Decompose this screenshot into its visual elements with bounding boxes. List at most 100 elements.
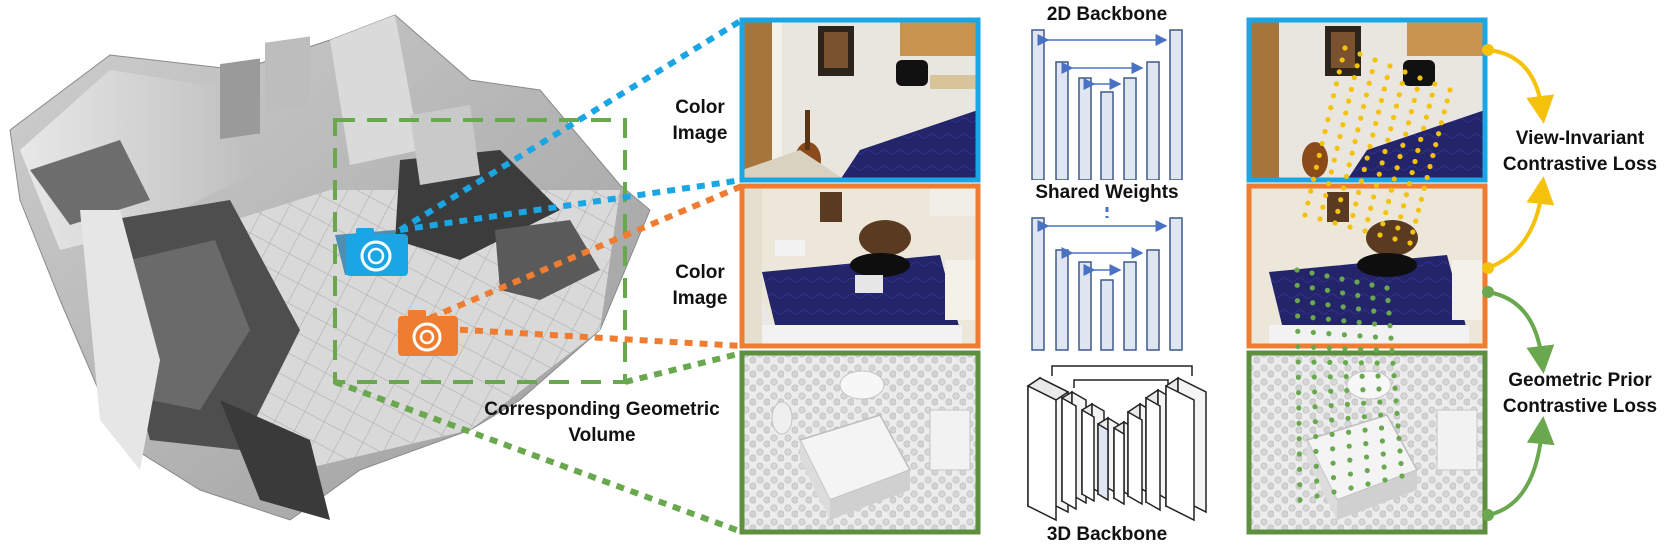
correspondence-dot <box>1396 92 1402 98</box>
correspondence-dot <box>1296 451 1302 457</box>
correspondence-dot <box>1377 232 1383 238</box>
selection-box <box>333 118 627 384</box>
correspondence-dot <box>1361 166 1367 173</box>
correspondence-dot <box>1374 360 1380 366</box>
correspondence-dot <box>1414 86 1420 92</box>
correspondence-dot <box>1370 132 1376 138</box>
correspondence-dot <box>1339 57 1345 63</box>
correspondence-dot <box>1372 57 1378 63</box>
correspondence-dot <box>1358 360 1364 366</box>
correspondence-dot <box>1381 464 1387 470</box>
correspondence-dot <box>1331 157 1337 163</box>
correspondence-dot <box>1418 136 1424 142</box>
correspondence-dot <box>1330 446 1336 452</box>
correspondence-dot <box>1310 176 1317 182</box>
anchor-dot <box>1482 509 1494 521</box>
correspondence-dot <box>1316 152 1322 158</box>
correspondence-dot <box>1313 463 1319 469</box>
correspondence-dot <box>1387 323 1393 329</box>
correspondence-dot <box>1314 493 1320 499</box>
correspondence-dot <box>1399 80 1405 86</box>
correspondence-dot <box>1310 315 1316 321</box>
color-image-2 <box>742 186 978 346</box>
correspondence-dot <box>1341 318 1347 324</box>
correspondence-dot <box>1411 97 1417 104</box>
backbone-2d-top <box>1031 29 1183 181</box>
correspondence-dot <box>1356 319 1362 325</box>
correspondence-dot <box>1429 92 1435 98</box>
correspondence-dot <box>1294 267 1300 273</box>
correspondence-dot <box>1328 388 1334 394</box>
correspondence-dot <box>1444 98 1450 104</box>
correspondence-dot <box>1367 143 1373 150</box>
correspondence-dot <box>1325 181 1332 187</box>
correspondence-dot <box>1384 74 1390 81</box>
correspondence-dot <box>1415 147 1421 154</box>
correspondence-dot <box>1410 229 1416 235</box>
correspondence-dot <box>1326 331 1332 337</box>
correspondence-dot <box>1334 145 1340 151</box>
correspondence-dot <box>1400 203 1407 209</box>
correspondence-dot <box>1346 162 1352 168</box>
correspondence-dot <box>1441 109 1447 115</box>
correspondence-dot <box>1393 103 1400 109</box>
projection-lines <box>333 17 744 535</box>
color-image-1 <box>742 20 978 180</box>
correspondence-dot <box>1398 214 1404 220</box>
correspondence-dot <box>1353 201 1359 207</box>
correspondence-dot <box>1438 120 1445 126</box>
correspondence-dot <box>1395 225 1401 231</box>
correspondence-dot <box>1294 282 1300 288</box>
correspondence-dot <box>1317 216 1323 222</box>
correspondence-dot <box>1328 105 1334 111</box>
correspondence-dot <box>1333 81 1340 87</box>
correspondence-dot <box>1314 478 1320 484</box>
correspondence-dot <box>1354 63 1360 69</box>
correspondence-dot <box>1385 137 1391 143</box>
correspondence-dot <box>1396 435 1402 441</box>
correspondence-dot <box>1310 329 1316 336</box>
correspondence-dot <box>1403 192 1410 198</box>
correspondence-dot <box>1295 359 1301 365</box>
correspondence-dot <box>1305 200 1311 206</box>
correspondence-dot <box>1391 176 1397 182</box>
correspondence-dot <box>1383 209 1389 216</box>
correspondence-dot <box>1388 187 1395 193</box>
correspondence-dot <box>1391 373 1397 379</box>
correspondence-dot <box>1297 497 1303 503</box>
correspondence-dot <box>1399 473 1405 479</box>
correspondence-dot <box>1371 308 1377 314</box>
correspondence-dot <box>1426 103 1432 109</box>
correspondence-dot <box>1403 131 1409 137</box>
correspondence-dot <box>1363 441 1369 447</box>
correspondence-dot <box>1310 300 1316 306</box>
correspondence-dot <box>1357 333 1363 339</box>
correspondence-dot <box>1389 348 1395 354</box>
correspondence-dot <box>1336 69 1342 75</box>
correspondence-dot <box>1390 114 1397 121</box>
correspondence-dot <box>1375 373 1381 379</box>
camera-icon-blue <box>346 228 408 276</box>
correspondence-dot <box>1340 290 1346 296</box>
correspondence-dot <box>1413 218 1419 224</box>
correspondence-dot <box>1435 131 1442 137</box>
correspondence-dot <box>1347 224 1353 230</box>
correspondence-dot <box>1361 414 1367 420</box>
correspondence-dot <box>1348 86 1355 92</box>
correspondence-dot <box>1427 163 1433 170</box>
correspondence-dot <box>1376 386 1382 392</box>
correspondence-dot <box>1377 399 1383 405</box>
correspondence-dot <box>1332 220 1338 226</box>
correspondence-dot <box>1355 127 1361 133</box>
correspondence-dot <box>1370 194 1377 200</box>
correspondence-dot <box>1392 236 1398 242</box>
correspondence-dot <box>1358 115 1364 121</box>
correspondence-dot <box>1420 125 1427 131</box>
correspondence-dot <box>1415 207 1422 213</box>
correspondence-dot <box>1308 188 1314 194</box>
correspondence-dot <box>1295 328 1301 334</box>
correspondence-dot <box>1339 276 1345 282</box>
skip-arrows-bottom <box>1037 220 1168 276</box>
geometric-correspondence-dots <box>1294 267 1405 503</box>
